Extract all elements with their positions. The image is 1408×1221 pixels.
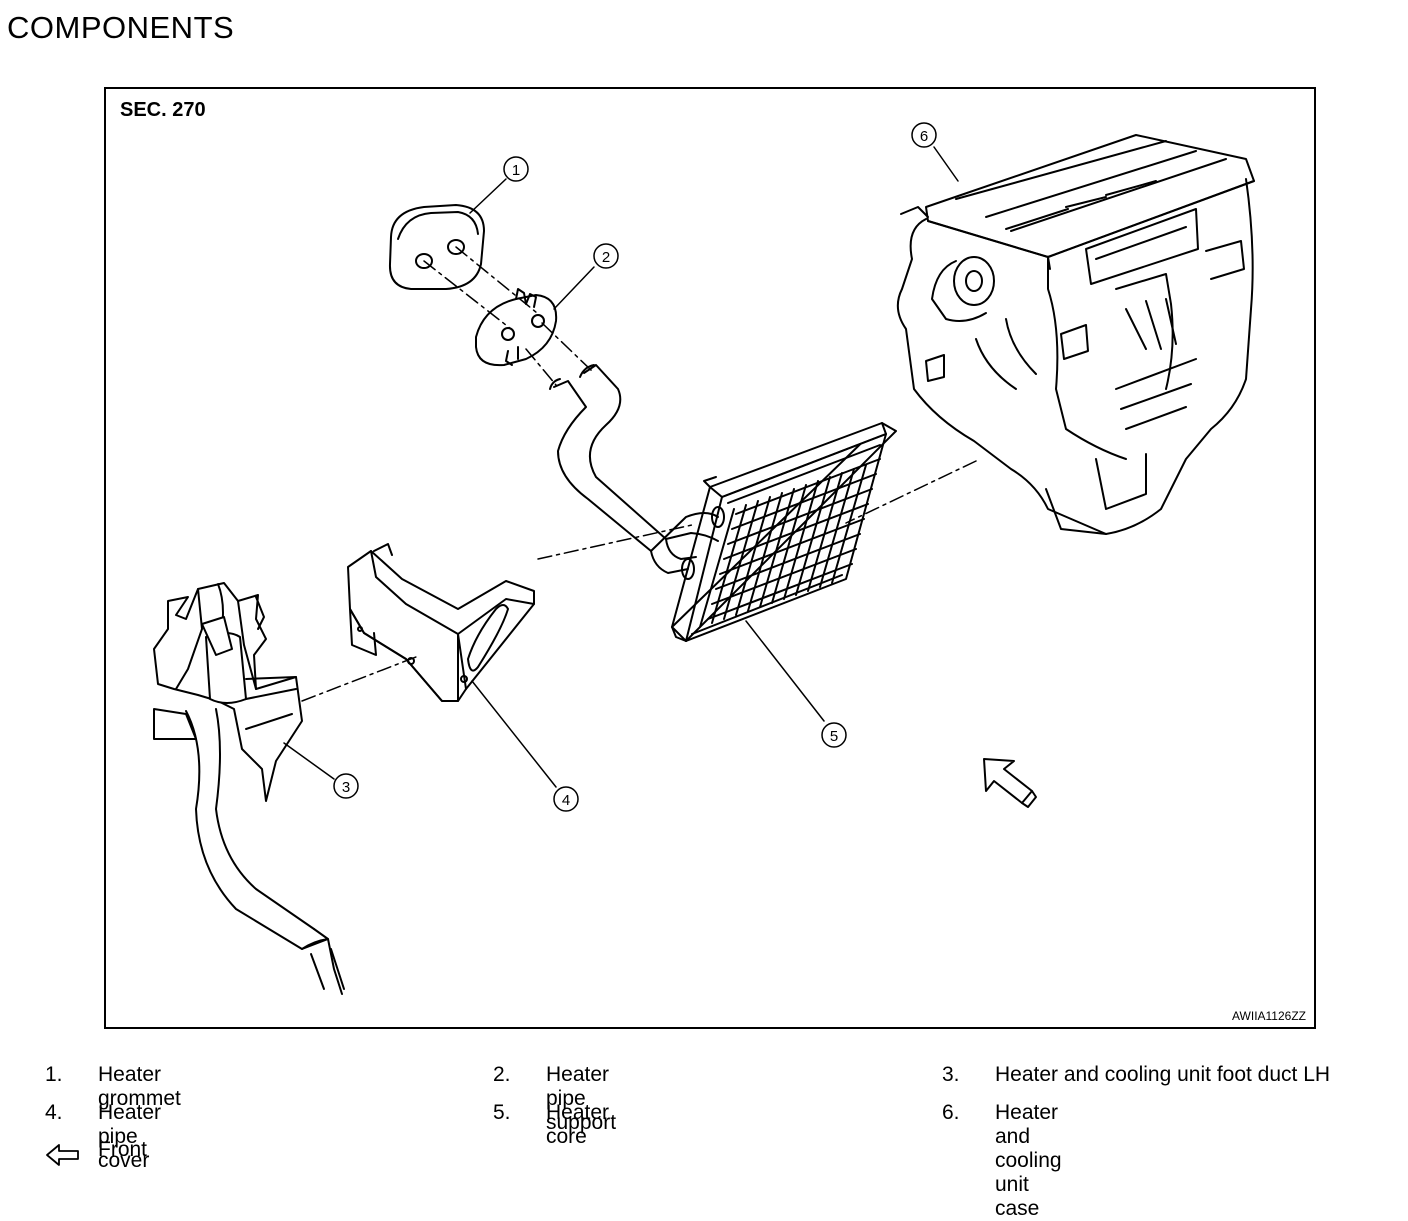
callout-2-label: 2 — [602, 249, 610, 266]
legend-text-1: Heater grommet — [98, 1063, 181, 1110]
foot-duct-lh-part — [153, 582, 345, 995]
callout-markers: 1 2 3 4 5 6 — [333, 122, 937, 812]
front-legend-arrow-icon — [46, 1144, 79, 1166]
heater-grommet-part — [388, 204, 485, 290]
callout-6-label: 6 — [920, 128, 928, 145]
callout-6 — [911, 122, 937, 148]
heater-pipes — [549, 364, 725, 580]
front-arrow-icon — [983, 758, 1037, 808]
callout-4 — [553, 786, 579, 812]
components-illustration: 1 2 3 4 5 6 — [153, 122, 1255, 995]
legend-text-4: Heater pipe cover — [98, 1101, 162, 1172]
legend-num-4: 4. — [45, 1101, 63, 1124]
heater-core-part — [671, 422, 897, 642]
callout-4-label: 4 — [562, 792, 570, 809]
legend-num-1: 1. — [45, 1063, 63, 1086]
heater-cooling-unit-case-part — [896, 134, 1255, 535]
figure-code: AWIIA1126ZZ — [1231, 1009, 1306, 1023]
page-title: COMPONENTS — [7, 10, 235, 45]
legend-num-5: 5. — [493, 1101, 511, 1124]
legend-text-6: Heater and cooling unit case — [995, 1101, 1062, 1220]
legend-text-5: Heater core — [546, 1101, 610, 1148]
legend-num-2: 2. — [493, 1063, 511, 1086]
callout-3-label: 3 — [342, 779, 350, 796]
legend-text-2: Heater pipe support — [546, 1063, 617, 1134]
callout-5 — [821, 722, 847, 748]
legend-num-6: 6. — [942, 1101, 960, 1124]
callout-5-label: 5 — [830, 728, 838, 745]
callout-2 — [593, 243, 619, 269]
alignment-lines — [301, 246, 977, 702]
legend-text-3: Heater and cooling unit foot duct LH — [995, 1063, 1331, 1086]
callout-1-label: 1 — [512, 162, 520, 179]
heater-pipe-cover-part — [347, 543, 535, 702]
heater-pipe-support-part — [475, 288, 558, 367]
legend-num-3: 3. — [942, 1063, 960, 1086]
legend-front-label: Front — [98, 1138, 148, 1161]
section-label: SEC. 270 — [120, 99, 206, 121]
callout-1 — [503, 156, 529, 182]
diagram-frame: SEC. 270 AWIIA1126ZZ — [104, 87, 1316, 1029]
callout-3 — [333, 773, 359, 799]
leader-lines — [283, 146, 959, 788]
